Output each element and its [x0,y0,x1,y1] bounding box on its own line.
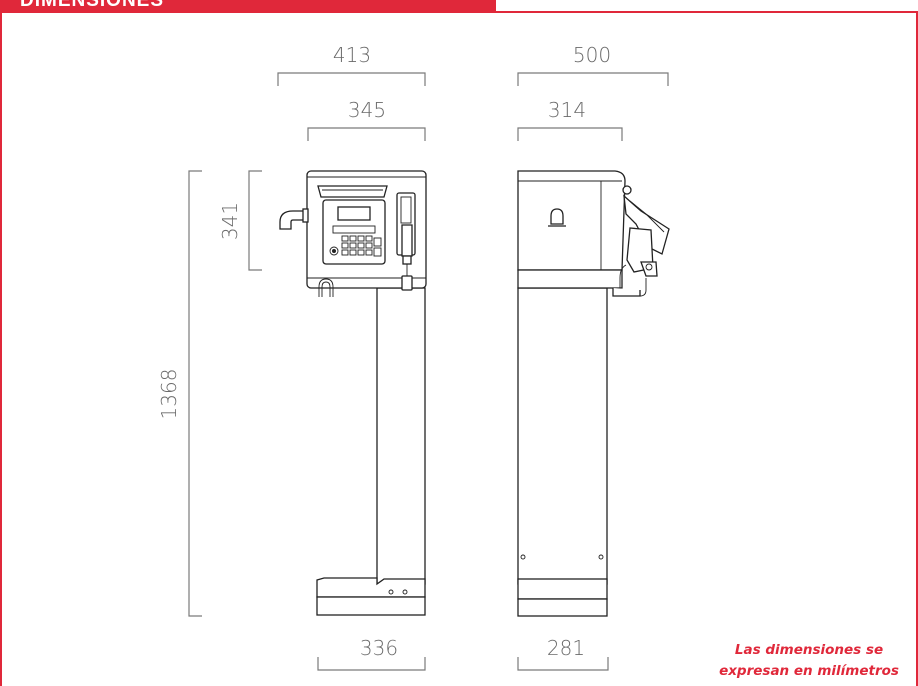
note-line-1: Las dimensiones se [734,642,884,658]
note-line-2: expresan en milímetros [719,663,899,679]
hose-fitting [401,275,413,291]
lock-icon [550,208,564,225]
side-head-bottom [517,269,623,289]
units-note: Las dimensiones se expresan en milímetro… [714,640,904,682]
header-tab: DIMENSIONES [0,0,496,12]
dim-front-base-width: 336 [317,636,426,671]
keypad [329,235,382,257]
left-border [0,12,2,686]
front-view [279,170,427,616]
side-head [517,170,626,271]
dim-label-281: 281 [547,636,585,660]
dim-label-336: 336 [360,636,398,660]
side-foot [517,578,608,600]
dim-front-outer-width: 413 [277,43,426,86]
side-nozzle [612,185,670,297]
dim-label-500: 500 [573,43,611,67]
dim-total-height: 1368 [157,170,202,617]
dim-head-height: 341 [218,170,262,271]
right-border [916,12,918,686]
dim-label-413: 413 [333,43,371,67]
front-base-plate [316,596,426,616]
dim-side-base-width: 281 [517,636,609,671]
dim-front-inner-width: 345 [307,98,426,141]
side-base-plate [517,598,608,617]
front-column [376,287,426,585]
dim-label-345: 345 [348,98,386,122]
dim-label-341: 341 [218,202,242,240]
lcd-screen [337,206,371,221]
dim-label-314: 314 [548,98,586,122]
front-label-plate [317,185,388,198]
inlet-pipe [279,210,308,230]
front-hook [318,278,334,297]
dim-side-outer-width: 500 [517,43,669,86]
side-view [517,170,670,617]
side-column [517,287,608,585]
header-rule [0,11,918,13]
header-title: DIMENSIONES [20,0,165,11]
dim-side-inner-width: 314 [517,98,623,141]
dim-label-1368: 1368 [157,369,181,420]
front-foot [316,577,426,598]
